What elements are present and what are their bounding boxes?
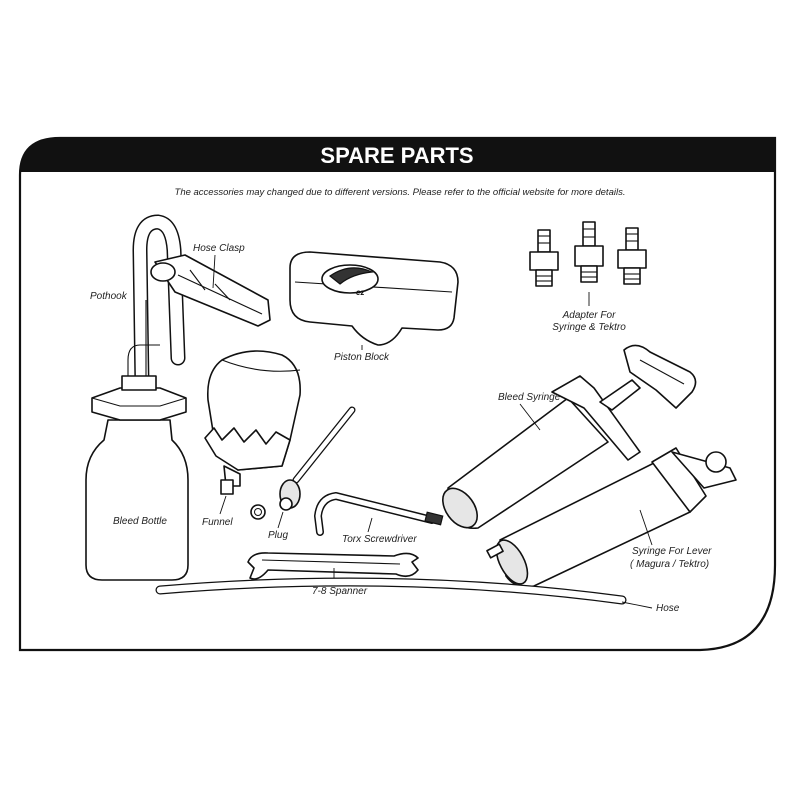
hose-drawing (155, 577, 627, 605)
label-syringe-lever-line1: Syringe For Lever (632, 546, 712, 557)
label-hose: Hose (656, 603, 680, 614)
label-piston-block: Piston Block (334, 352, 390, 363)
pothook-drawing (66, 214, 186, 393)
torx-screwdriver-drawing (314, 492, 444, 536)
svg-text:ez: ez (356, 288, 364, 297)
page-title: SPARE PARTS (320, 143, 473, 168)
bleed-bottle-drawing (85, 344, 189, 581)
label-bleed-bottle: Bleed Bottle (113, 516, 167, 527)
label-pothook: Pothook (90, 291, 128, 302)
label-torx-screwdriver: Torx Screwdriver (342, 534, 417, 545)
funnel-drawing (204, 350, 301, 495)
hose-clasp-drawing (150, 254, 271, 327)
label-funnel: Funnel (202, 517, 233, 528)
label-adapter-line2: Syringe & Tektro (552, 322, 626, 333)
label-syringe-lever-line2: ( Magura / Tektro) (630, 559, 709, 570)
piston-block-drawing: ez (289, 251, 459, 346)
label-spanner: 7-8 Spanner (312, 586, 368, 597)
bleed-syringe-drawing (442, 344, 697, 530)
header-band (20, 138, 775, 175)
spanner-drawing (247, 552, 419, 580)
plug-drawing (250, 406, 356, 520)
label-bleed-syringe: Bleed Syringe (498, 392, 561, 403)
page-subtitle: The accessories may changed due to diffe… (175, 187, 626, 198)
label-hose-clasp: Hose Clasp (193, 243, 245, 254)
label-plug: Plug (268, 530, 288, 541)
adapter-drawing (529, 221, 647, 287)
label-adapter-line1: Adapter For (562, 310, 616, 321)
